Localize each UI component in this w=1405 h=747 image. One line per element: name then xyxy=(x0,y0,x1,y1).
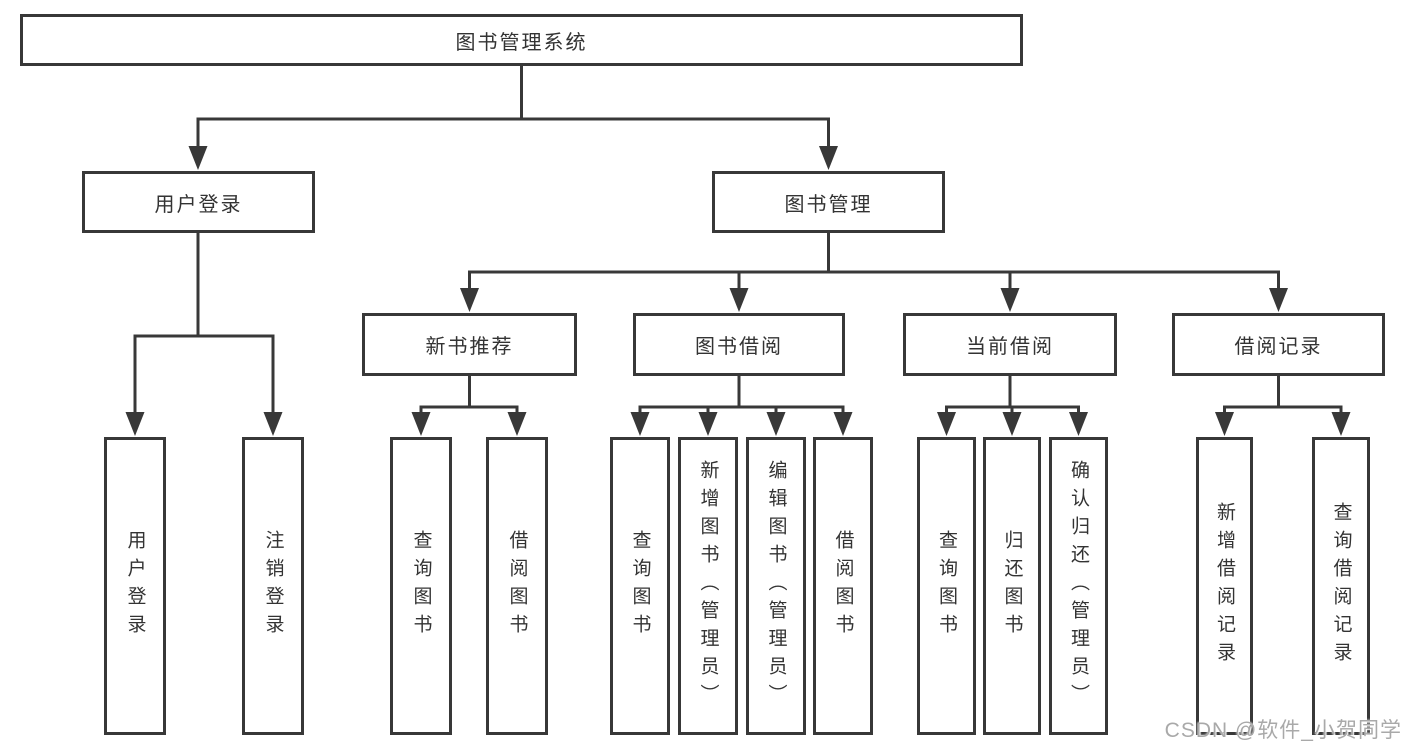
node-user-login: 用户登录 xyxy=(82,171,315,233)
node-cb-query-books-label: 查询图书 xyxy=(936,530,957,642)
node-bb-edit-books-admin-label: 编辑图书（管理员） xyxy=(765,460,787,712)
arrowhead-icon xyxy=(1331,412,1351,436)
node-cb-confirm-return-admin-label: 确认归还（管理员） xyxy=(1068,460,1089,712)
arrowhead-icon xyxy=(1002,412,1022,436)
node-new-book-recommendation-label: 新书推荐 xyxy=(425,336,514,358)
node-root-label: 图书管理系统 xyxy=(455,31,588,54)
node-cb-return-books: 归还图书 xyxy=(983,437,1041,735)
node-bb-query-books: 查询图书 xyxy=(610,437,670,735)
node-root: 图书管理系统 xyxy=(20,14,1023,66)
arrowhead-icon xyxy=(1069,412,1088,436)
node-borrowing-records-label: 借阅记录 xyxy=(1234,336,1323,358)
node-br-add-record: 新增借阅记录 xyxy=(1196,437,1253,735)
node-leaf-user-login: 用户登录 xyxy=(104,437,166,735)
arrowhead-icon xyxy=(937,412,956,436)
arrowhead-icon xyxy=(125,412,145,436)
node-nbr-query-books: 查询图书 xyxy=(390,437,452,735)
node-br-query-record: 查询借阅记录 xyxy=(1312,437,1370,735)
node-book-borrowing: 图书借阅 xyxy=(633,313,845,376)
arrowhead-icon xyxy=(819,146,838,170)
arrowhead-icon xyxy=(630,412,650,436)
node-bb-query-books-label: 查询图书 xyxy=(629,530,651,642)
node-br-query-record-label: 查询借阅记录 xyxy=(1330,502,1352,670)
watermark: CSDN @软件_小贺同学 xyxy=(1164,719,1402,742)
node-bb-borrow-books: 借阅图书 xyxy=(813,437,873,735)
arrowhead-icon xyxy=(460,288,479,312)
node-leaf-logout-label: 注销登录 xyxy=(262,530,284,642)
node-book-borrowing-label: 图书借阅 xyxy=(695,336,783,358)
arrowhead-icon xyxy=(1215,412,1234,436)
arrowhead-icon xyxy=(188,146,208,170)
arrowhead-icon xyxy=(411,412,431,436)
node-nbr-query-books-label: 查询图书 xyxy=(410,530,432,642)
arrowhead-icon xyxy=(263,412,283,436)
node-br-add-record-label: 新增借阅记录 xyxy=(1214,502,1235,670)
arrowhead-icon xyxy=(507,412,527,436)
node-user-login-label: 用户登录 xyxy=(154,193,243,216)
connector-line xyxy=(196,64,830,121)
connector-line xyxy=(468,231,1280,274)
node-cb-return-books-label: 归还图书 xyxy=(1001,530,1023,642)
arrowhead-icon xyxy=(833,412,853,436)
node-nbr-borrow-books: 借阅图书 xyxy=(486,437,548,735)
node-current-borrowing: 当前借阅 xyxy=(903,313,1117,376)
connector-line xyxy=(133,231,275,338)
node-borrowing-records: 借阅记录 xyxy=(1172,313,1385,376)
arrowhead-icon xyxy=(1269,288,1288,312)
arrowhead-icon xyxy=(766,412,786,436)
node-book-management-label: 图书管理 xyxy=(784,193,873,216)
node-new-book-recommendation: 新书推荐 xyxy=(362,313,577,376)
connector-line xyxy=(419,374,519,409)
connector-line xyxy=(1223,374,1343,409)
arrowhead-icon xyxy=(1000,288,1020,312)
node-bb-add-books-admin: 新增图书（管理员） xyxy=(678,437,738,735)
node-current-borrowing-label: 当前借阅 xyxy=(966,336,1054,358)
node-bb-borrow-books-label: 借阅图书 xyxy=(832,530,854,642)
node-cb-query-books: 查询图书 xyxy=(917,437,976,735)
node-bb-add-books-admin-label: 新增图书（管理员） xyxy=(697,460,719,712)
node-leaf-logout: 注销登录 xyxy=(242,437,304,735)
node-book-management: 图书管理 xyxy=(712,171,945,233)
node-cb-confirm-return-admin: 确认归还（管理员） xyxy=(1049,437,1108,735)
node-nbr-borrow-books-label: 借阅图书 xyxy=(506,530,528,642)
node-bb-edit-books-admin: 编辑图书（管理员） xyxy=(746,437,806,735)
connector-line xyxy=(638,374,845,409)
node-leaf-user-login-label: 用户登录 xyxy=(124,530,146,642)
connector-line xyxy=(945,374,1080,409)
arrowhead-icon xyxy=(698,412,718,436)
arrowhead-icon xyxy=(729,288,749,312)
